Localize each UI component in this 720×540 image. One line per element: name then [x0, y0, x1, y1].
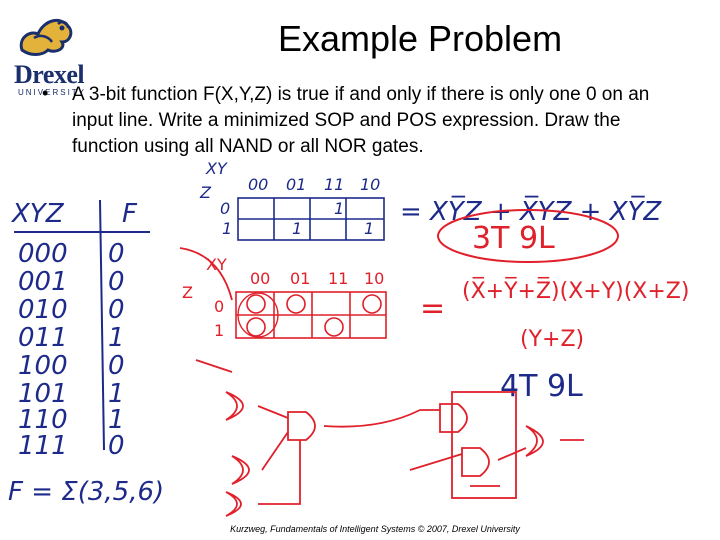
- kmap-pos-z-label: Z: [182, 283, 193, 302]
- kmap-sop-col-1: 01: [286, 175, 306, 194]
- gate-sketch: [179, 247, 584, 517]
- kmap-sop-col-3: 10: [360, 175, 380, 194]
- truth-table-row-5-in: 101: [18, 379, 68, 409]
- truth-table-output-header: F: [122, 199, 138, 229]
- truth-table-row-7-in: 111: [18, 431, 68, 461]
- logo-wordmark: Drexel: [14, 60, 85, 89]
- pos-extra-term: (Y+Z): [520, 327, 584, 352]
- kmap-pos-col-0: 00: [250, 269, 270, 288]
- truth-table-row-0-in: 000: [18, 239, 68, 269]
- problem-statement: A 3-bit function F(X,Y,Z) is true if and…: [72, 84, 650, 157]
- truth-table-row-6-out: 1: [108, 405, 125, 435]
- kmap-sop-z-label: Z: [199, 183, 212, 202]
- truth-table-row-1-in: 001: [18, 267, 68, 297]
- kmap-sop-xy-label: XY: [205, 159, 228, 178]
- logo-university: UNIVERSITY: [18, 88, 87, 97]
- kmap-pos-row-1: 1: [214, 321, 224, 340]
- svg-text:1: 1: [364, 219, 374, 238]
- pos-cost: 4T 9L: [500, 369, 583, 404]
- kmap-pos-xy-label: XY: [206, 255, 227, 274]
- kmap-pos-col-2: 11: [328, 269, 348, 288]
- kmap-pos-col-1: 01: [290, 269, 310, 288]
- sop-expression: = XY̅Z + X̅YZ + XY̅Z: [400, 195, 662, 227]
- bullet-marker: •: [42, 83, 49, 103]
- truth-table-row-4-out: 0: [108, 351, 125, 381]
- kmap-sop-row-1: 1: [222, 219, 232, 238]
- kmap-sop-col-0: 00: [248, 175, 268, 194]
- svg-text:1: 1: [334, 199, 344, 218]
- truth-table: XYZ F 000 0 001 0 010 0 011 1 100 0 101 …: [8, 199, 164, 507]
- truth-table-row-6-in: 110: [18, 405, 68, 435]
- truth-table-input-header: XYZ: [10, 199, 65, 229]
- truth-table-row-2-out: 0: [108, 295, 125, 325]
- truth-table-row-2-in: 010: [18, 295, 68, 325]
- truth-table-row-4-in: 100: [18, 351, 68, 381]
- truth-table-row-3-out: 1: [108, 323, 125, 353]
- kmap-sop: XY Z 00 01 11 10 0 1 1 1 1 = XY̅Z + X̅YZ…: [199, 159, 662, 241]
- slide-footer: Kurzweg, Fundamentals of Intelligent Sys…: [230, 524, 520, 534]
- truth-table-row-5-out: 1: [108, 379, 125, 409]
- pos-cost-group: 4T 9L: [500, 369, 583, 404]
- truth-table-row-1-out: 0: [108, 267, 125, 297]
- kmap-pos: XY Z 00 01 11 10 0 1 =: [182, 255, 445, 340]
- kmap-sop-col-2: 11: [324, 175, 344, 194]
- pos-expression: (X̅+Y̅+Z̅)(X+Y)(X+Z): [462, 277, 689, 304]
- svg-text:=: =: [420, 291, 445, 326]
- dragon-icon: [12, 12, 80, 58]
- slide-title: Example Problem: [277, 18, 563, 59]
- svg-text:1: 1: [292, 219, 302, 238]
- kmap-pos-row-0: 0: [214, 297, 224, 316]
- drexel-logo: Drexel UNIVERSITY: [8, 8, 87, 97]
- kmap-pos-col-3: 10: [364, 269, 384, 288]
- truth-table-row-3-in: 011: [18, 323, 68, 353]
- minterm-list: F = Σ(3,5,6): [8, 477, 164, 507]
- sop-cost-group: 3T 9L: [437, 209, 619, 263]
- pos-expression-group: (X̅+Y̅+Z̅)(X+Y)(X+Z) (Y+Z): [462, 277, 689, 352]
- truth-table-row-7-out: 0: [108, 431, 125, 461]
- truth-table-row-0-out: 0: [108, 239, 125, 269]
- kmap-sop-row-0: 0: [220, 199, 230, 218]
- sop-cost: 3T 9L: [472, 221, 555, 256]
